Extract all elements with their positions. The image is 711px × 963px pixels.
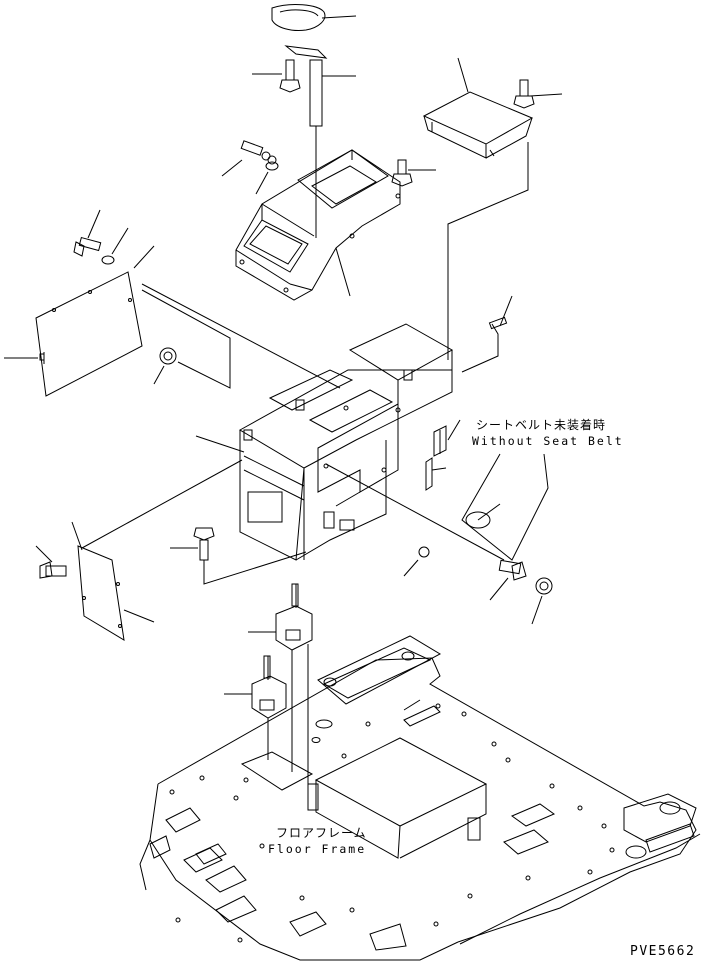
side-plate-lower (72, 460, 242, 640)
floor-frame (140, 636, 700, 960)
bolt-side-left (74, 210, 128, 264)
bolt-lower-center (170, 528, 306, 584)
floor-frame-label-jp: フロアフレーム (276, 826, 367, 840)
drawing-code: PVE5662 (630, 944, 696, 959)
console-box (196, 324, 452, 560)
switch-lower (224, 656, 286, 760)
bolt-lower-left (36, 546, 66, 578)
grommet-left (154, 348, 176, 384)
switch-upper (248, 584, 312, 790)
seatbelt-label-jp: シートベルト未装着時 (476, 418, 607, 432)
bracket-right-label-line (500, 296, 512, 326)
bolt-lower-right (490, 560, 552, 624)
leader-cover (448, 142, 528, 360)
small-pin (489, 317, 506, 328)
side-cover-left (4, 246, 154, 396)
console-screws (222, 141, 436, 194)
top-pad (272, 5, 356, 31)
seatbelt-parts (326, 420, 548, 560)
bolt-top-right (514, 80, 562, 108)
lever-bracket (286, 46, 356, 238)
grommet-center (404, 547, 429, 576)
seatbelt-label-en: Without Seat Belt (472, 434, 624, 448)
leader-left-cover (142, 290, 230, 388)
leader-left-cover-2 (142, 284, 340, 388)
bolt-top-left (252, 60, 300, 92)
leader-bracket-right (462, 324, 498, 372)
floor-frame-label-en: Floor Frame (268, 842, 367, 856)
console-top-panel (236, 150, 400, 300)
top-cover (424, 58, 532, 158)
